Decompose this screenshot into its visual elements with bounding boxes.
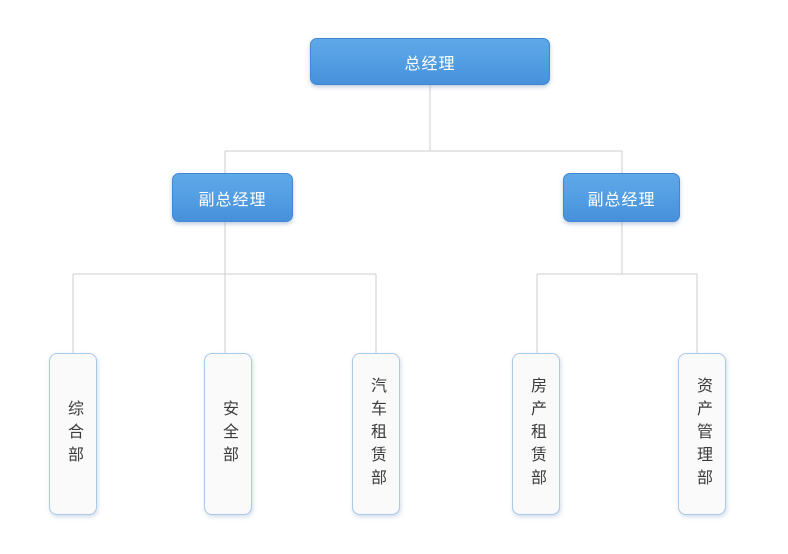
node-general-manager[interactable]: 总经理: [310, 38, 550, 85]
node-dept-real-estate-rental-label: 房产租赁部: [528, 376, 545, 492]
node-dept-car-rental-label: 汽车租赁部: [368, 376, 385, 492]
node-dept-general-affairs-label: 综合部: [65, 399, 82, 469]
node-general-manager-label: 总经理: [404, 55, 456, 73]
node-dept-asset-management-label: 资产管理部: [694, 376, 711, 492]
node-deputy-manager-left[interactable]: 副总经理: [172, 173, 293, 222]
connector-left-deputy-to-departments: [72, 222, 377, 353]
node-dept-general-affairs[interactable]: 综合部: [49, 353, 97, 515]
node-dept-car-rental[interactable]: 汽车租赁部: [352, 353, 400, 515]
connector-right-deputy-to-departments: [536, 222, 698, 353]
node-dept-asset-management[interactable]: 资产管理部: [678, 353, 726, 515]
connector-root-to-deputies: [224, 85, 623, 173]
node-dept-safety-label: 安全部: [220, 399, 237, 469]
node-deputy-manager-right[interactable]: 副总经理: [563, 173, 680, 222]
node-deputy-manager-left-label: 副总经理: [198, 191, 267, 209]
node-deputy-manager-right-label: 副总经理: [587, 191, 656, 209]
node-dept-safety[interactable]: 安全部: [204, 353, 252, 515]
node-dept-real-estate-rental[interactable]: 房产租赁部: [512, 353, 560, 515]
